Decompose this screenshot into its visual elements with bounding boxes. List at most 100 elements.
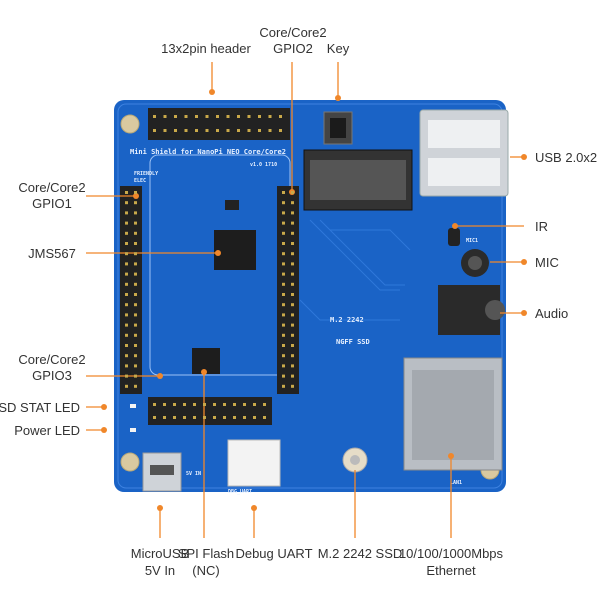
header-pin: [291, 384, 294, 388]
header-pin: [282, 201, 285, 205]
key-button: [323, 111, 353, 145]
header-pin: [134, 262, 137, 266]
label-audio: Audio: [535, 306, 568, 321]
header-pin: [193, 403, 196, 406]
header-pin: [291, 354, 294, 358]
header-pin: [282, 384, 285, 388]
header-pin: [223, 403, 226, 406]
header-pin: [237, 115, 240, 118]
header-pin: [258, 115, 261, 118]
header-pin: [125, 242, 128, 245]
header-pin: [243, 416, 246, 419]
silk-brand-2: ELEC: [134, 178, 146, 184]
header-pin: [282, 272, 285, 276]
header-pin: [291, 191, 294, 194]
header-pin: [216, 129, 219, 132]
header-pin: [282, 293, 285, 296]
header-pin: [291, 333, 294, 337]
header-pin: [282, 313, 285, 317]
header-pin: [282, 221, 285, 225]
header-pin: [134, 201, 137, 205]
header-pin: [125, 282, 128, 286]
label-gpio3-2: GPIO3: [32, 368, 72, 383]
header-pin: [247, 115, 251, 118]
header-pin: [233, 403, 236, 406]
header-pin: [125, 262, 128, 266]
header-pin: [125, 323, 128, 327]
header-pin: [291, 231, 294, 235]
header-pin: [125, 221, 128, 225]
header-pin: [216, 115, 219, 118]
header-pin: [125, 211, 128, 215]
header-pin: [195, 115, 198, 118]
header-pin: [134, 384, 137, 388]
silk-version: v1.0 1710: [250, 162, 277, 168]
header-pin: [291, 272, 294, 276]
header-pin: [291, 262, 294, 266]
label-ssd-led: SSD STAT LED: [0, 400, 80, 415]
header-pin: [134, 231, 137, 235]
leader-lines: [86, 62, 527, 538]
header-pin: [184, 129, 188, 132]
label-ir: IR: [535, 219, 548, 234]
header-pin: [213, 416, 216, 419]
silk-title: Mini Shield for NanoPi NEO Core/Core2: [130, 148, 286, 156]
label-debug-uart: Debug UART: [235, 546, 312, 561]
header-pin: [125, 231, 128, 235]
header-pin: [163, 403, 166, 406]
header-pin: [134, 221, 137, 225]
header-pin: [263, 416, 266, 419]
header-pin: [282, 231, 285, 235]
silk-mic: MIC1: [466, 238, 478, 244]
header-pin: [282, 191, 285, 194]
header-pin: [163, 129, 167, 132]
header-pin: [253, 416, 256, 419]
header-pin: [253, 403, 256, 406]
header-pin: [134, 374, 137, 378]
ssd-stat-led: [130, 404, 136, 408]
silk-vin: 5V IN: [186, 471, 201, 477]
header-13x2: [148, 108, 290, 140]
label-jms567: JMS567: [28, 246, 76, 261]
header-pin: [125, 201, 128, 205]
header-pin: [268, 115, 272, 118]
header-pin: [247, 129, 251, 132]
header-pin: [134, 211, 137, 215]
label-spi-flash: SPI Flash: [178, 546, 234, 561]
header-pin: [203, 416, 206, 419]
header-pin: [174, 129, 177, 132]
header-pin: [243, 403, 246, 406]
header-pin: [134, 282, 137, 286]
header-pin: [291, 323, 294, 327]
header-pin: [291, 293, 294, 296]
header-pin: [134, 364, 137, 368]
header-pin: [125, 272, 128, 276]
header-pin: [125, 333, 128, 337]
spi-flash-chip: [192, 348, 220, 374]
label-power-led: Power LED: [14, 423, 80, 438]
header-pin: [134, 272, 137, 276]
header-pin: [282, 374, 285, 378]
header-pin: [291, 242, 294, 245]
header-pin: [279, 115, 282, 118]
header-pin: [134, 323, 137, 327]
header-pin: [125, 374, 128, 378]
header-pin: [134, 313, 137, 317]
label-13x2-header: 13x2pin header: [161, 41, 251, 56]
header-pin: [153, 403, 156, 406]
label-gpio1: Core/Core2: [18, 180, 85, 195]
label-spi-flash-2: (NC): [192, 563, 219, 578]
jms567-chip: [214, 230, 256, 270]
label-microusb: MicroUSB: [131, 546, 190, 561]
label-ethernet-2: Ethernet: [426, 563, 476, 578]
label-key: Key: [327, 41, 350, 56]
header-pin: [134, 333, 137, 337]
header-pin: [205, 115, 209, 118]
header-pin: [134, 252, 137, 256]
header-pin: [125, 364, 128, 368]
header-pin: [291, 252, 294, 256]
header-pin: [263, 403, 266, 406]
header-pin: [258, 129, 261, 132]
header-pin: [291, 282, 294, 286]
